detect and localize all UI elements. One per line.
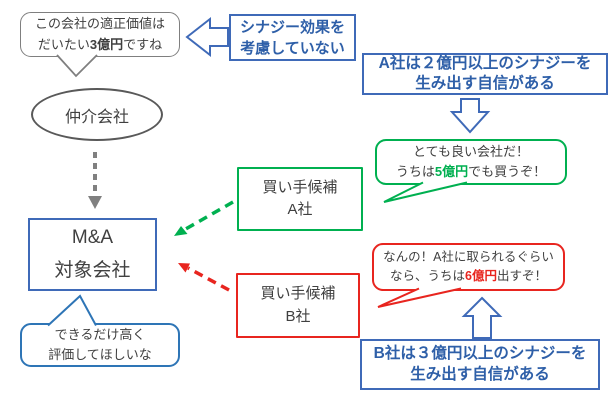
b-confidence-line1: B社は３億円以上のシナジーを xyxy=(373,345,587,363)
broker-valuation-line1: この会社の適正価値は xyxy=(34,16,165,32)
down-block-arrow xyxy=(449,98,491,134)
target-wish-line2: 評価してほしいな xyxy=(48,347,152,362)
buyer-a-line1: 買い手候補 xyxy=(262,178,338,196)
a-confidence-box: A社は２億円以上のシナジーを 生み出す自信がある xyxy=(362,53,608,95)
buyer-a-bubble-line1: とても良い会社だ！ xyxy=(413,143,529,159)
synergy-note-line2: 考慮していない xyxy=(240,39,345,57)
buyer-b-bubble-line1: なんの！A社に取られるぐらい xyxy=(383,249,554,264)
buyer-a-offer-arrow xyxy=(183,200,234,232)
buyer-b-offer-arrowhead xyxy=(178,263,190,273)
buyer-a-box: 買い手候補 A社 xyxy=(237,167,363,231)
target-wish-line1: できるだけ高く xyxy=(54,326,146,342)
broker-node: 仲介会社 xyxy=(31,88,163,141)
buyer-b-line2: B社 xyxy=(285,307,311,325)
broker-label: 仲介会社 xyxy=(64,108,129,126)
up-block-arrow xyxy=(461,296,503,339)
valuation-amount: 3億円 xyxy=(89,36,124,52)
target-company-line1: M&A xyxy=(71,227,114,249)
b-offer-amount: 6億円 xyxy=(465,269,497,283)
a-offer-amount: 5億円 xyxy=(434,164,469,179)
buyer-b-bubble-tail xyxy=(377,287,462,308)
broker-bubble-tail xyxy=(56,54,98,78)
left-block-arrow xyxy=(185,16,229,58)
target-wish-bubble: できるだけ高く 評価してほしいな xyxy=(20,323,180,367)
a-confidence-line1: A社は２億円以上のシナジーを xyxy=(378,54,592,72)
buyer-b-bubble-line2: なら、うちは6億円出すぞ！ xyxy=(390,269,547,283)
synergy-note-line1: シナジー効果を xyxy=(239,18,345,36)
buyer-a-bubble: とても良い会社だ！ うちは5億円でも買うぞ！ xyxy=(375,139,567,185)
buyer-a-bubble-tail xyxy=(383,181,468,203)
b-confidence-box: B社は３億円以上のシナジーを 生み出す自信がある xyxy=(360,339,600,390)
buyer-b-line1: 買い手候補 xyxy=(260,285,336,302)
target-company-box: M&A 対象会社 xyxy=(28,218,157,291)
buyer-b-bubble: なんの！A社に取られるぐらい なら、うちは6億円出すぞ！ xyxy=(372,243,565,291)
buyer-a-offer-arrowhead xyxy=(174,226,188,236)
buyer-a-bubble-line2: うちは5億円でも買うぞ！ xyxy=(395,164,547,179)
broker-valuation-bubble: この会社の適正価値は だいたい3億円ですね xyxy=(20,12,180,57)
target-bubble-tail xyxy=(47,294,97,327)
buyer-b-box: 買い手候補 B社 xyxy=(236,273,360,338)
broker-to-target-arrowhead xyxy=(88,196,102,209)
broker-valuation-line2: だいたい3億円ですね xyxy=(37,36,163,52)
target-company-line2: 対象会社 xyxy=(54,259,131,281)
buyer-b-offer-arrow xyxy=(187,266,230,292)
buyer-a-line2: A社 xyxy=(287,201,313,218)
a-confidence-line2: 生み出す自信がある xyxy=(415,75,555,92)
synergy-note-box: シナジー効果を 考慮していない xyxy=(229,14,356,61)
b-confidence-line2: 生み出す自信がある xyxy=(410,365,550,383)
